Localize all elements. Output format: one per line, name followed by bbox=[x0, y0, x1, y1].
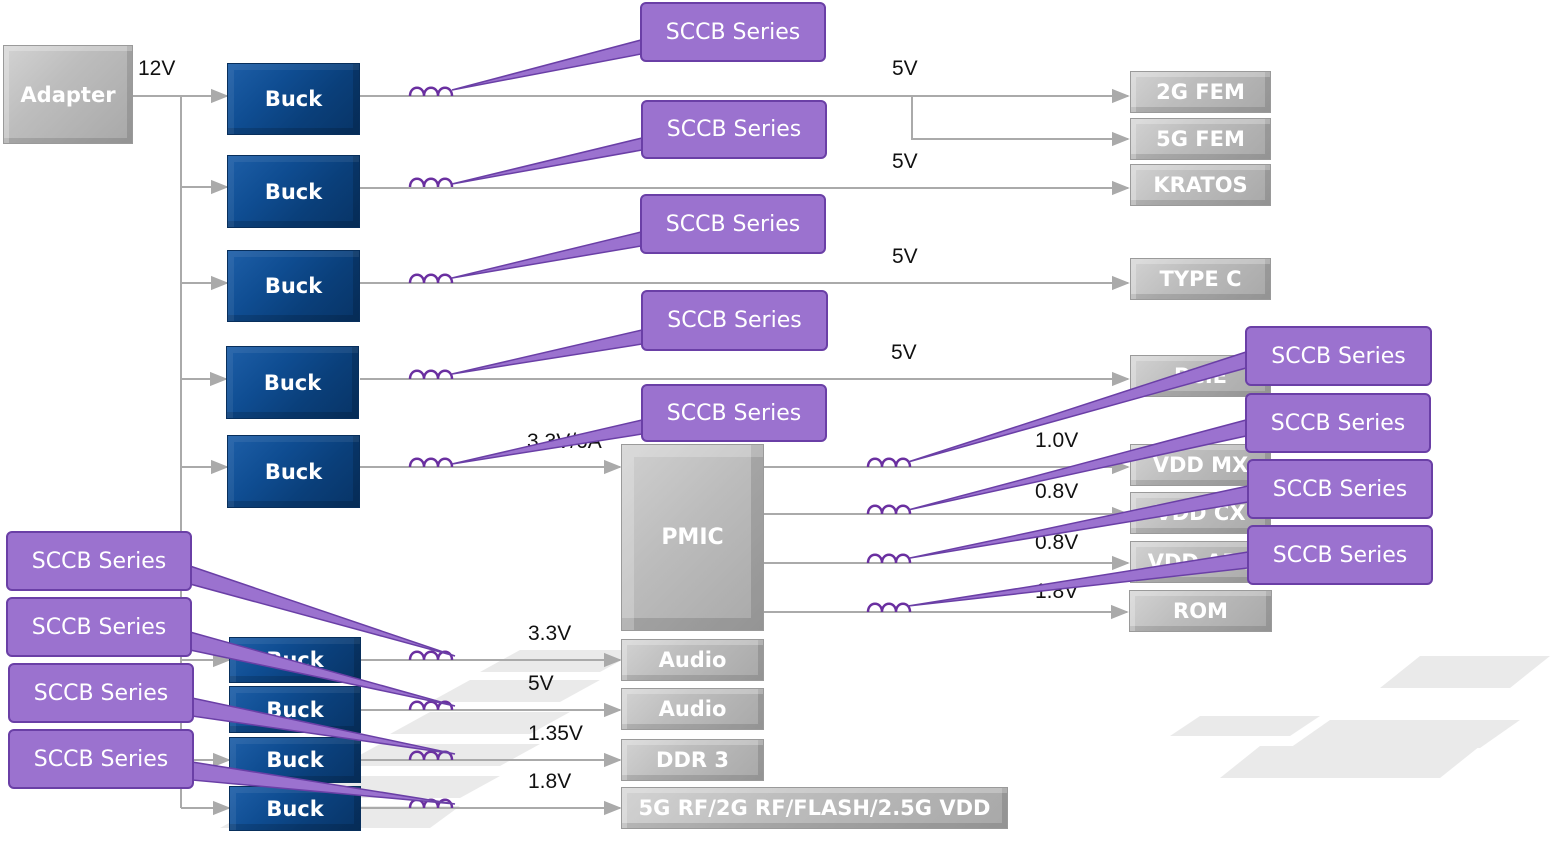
adapter-voltage-label: 12V bbox=[138, 57, 176, 80]
voltage-label-audio1: 3.3V bbox=[528, 622, 572, 645]
sccb-callout-8: SCCB Series bbox=[1247, 459, 1433, 519]
load-audio-2: Audio bbox=[621, 688, 764, 730]
buck-converter-5: Buck bbox=[227, 435, 360, 508]
buck-converter-7: Buck bbox=[229, 686, 361, 733]
buck-converter-9: Buck bbox=[229, 786, 361, 831]
buck-converter-2: Buck bbox=[227, 155, 360, 228]
voltage-label-rf: 1.8V bbox=[528, 770, 572, 793]
voltage-label-vdd-mx: 1.0V bbox=[1035, 429, 1079, 452]
voltage-label-vdd-cx: 0.8V bbox=[1035, 480, 1079, 503]
inductor-coil-5 bbox=[408, 457, 454, 468]
sccb-callout-13: SCCB Series bbox=[8, 729, 194, 789]
sccb-callout-11: SCCB Series bbox=[6, 597, 192, 657]
buck-converter-1: Buck bbox=[227, 63, 360, 135]
voltage-label-typec: 5V bbox=[892, 245, 918, 268]
voltage-label-pmic-in: 3.3V/6A bbox=[527, 430, 602, 453]
wire-fem-5g bbox=[911, 96, 1130, 147]
inductor-coil-11 bbox=[408, 700, 454, 711]
load-5g-fem: 5G FEM bbox=[1130, 118, 1271, 160]
voltage-label-fem: 5V bbox=[892, 57, 918, 80]
sccb-callout-12: SCCB Series bbox=[8, 663, 194, 723]
sccb-callout-7: SCCB Series bbox=[1245, 393, 1431, 453]
load-type-c: TYPE C bbox=[1130, 258, 1271, 300]
inductor-coil-13 bbox=[408, 798, 454, 809]
load-rf-flash-vdd: 5G RF/2G RF/FLASH/2.5G VDD bbox=[621, 787, 1008, 829]
sccb-callout-6: SCCB Series bbox=[1245, 326, 1432, 386]
load-kratos: KRATOS bbox=[1130, 164, 1271, 206]
buck-converter-3: Buck bbox=[227, 250, 360, 322]
buck-converter-8: Buck bbox=[229, 737, 361, 783]
adapter-block: Adapter bbox=[3, 45, 133, 144]
inductor-coil-8 bbox=[866, 553, 912, 564]
voltage-label-kratos: 5V bbox=[892, 150, 918, 173]
sccb-callout-5: SCCB Series bbox=[641, 384, 827, 442]
voltage-label-audio2: 5V bbox=[528, 672, 554, 695]
voltage-label-vdd-apc: 0.8V bbox=[1035, 531, 1079, 554]
buck-converter-4: Buck bbox=[226, 346, 359, 419]
voltage-label-pcie: 5V bbox=[891, 341, 917, 364]
inductor-coil-4 bbox=[408, 369, 454, 380]
inductor-coil-10 bbox=[408, 650, 454, 661]
inductor-coil-3 bbox=[408, 273, 454, 284]
sccb-callout-3: SCCB Series bbox=[640, 194, 826, 254]
voltage-label-rom: 1.8V bbox=[1035, 580, 1079, 603]
inductor-coil-9 bbox=[866, 602, 912, 613]
sccb-callout-1: SCCB Series bbox=[640, 2, 826, 62]
inductor-coil-6 bbox=[866, 457, 912, 468]
sccb-callout-4: SCCB Series bbox=[641, 290, 828, 351]
load-rom: ROM bbox=[1129, 590, 1272, 632]
sccb-callout-2: SCCB Series bbox=[641, 100, 827, 159]
buck-converter-6: Buck bbox=[229, 637, 361, 683]
inductor-coil-1 bbox=[408, 86, 454, 97]
inductor-coil-7 bbox=[866, 504, 912, 515]
inductor-coil-12 bbox=[408, 750, 454, 761]
inductor-coil-2 bbox=[408, 177, 454, 188]
voltage-label-ddr3: 1.35V bbox=[528, 722, 583, 745]
pmic-block: PMIC bbox=[621, 444, 764, 631]
load-2g-fem: 2G FEM bbox=[1130, 71, 1271, 113]
sccb-callout-9: SCCB Series bbox=[1247, 525, 1433, 585]
load-audio-1: Audio bbox=[621, 639, 764, 681]
sccb-callout-10: SCCB Series bbox=[6, 531, 192, 591]
load-ddr3: DDR 3 bbox=[621, 739, 764, 781]
